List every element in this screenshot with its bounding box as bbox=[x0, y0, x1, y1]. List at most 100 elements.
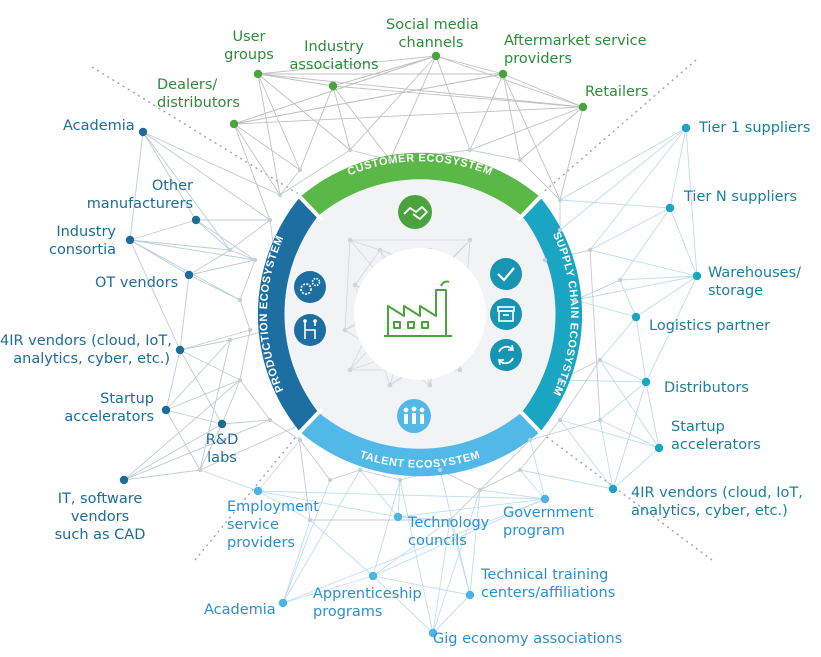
node-label-user-groups: User groups bbox=[224, 29, 274, 63]
production-node-dot bbox=[175, 345, 185, 355]
connection-line bbox=[559, 419, 614, 490]
inner-web-line bbox=[354, 249, 381, 286]
connection-line bbox=[199, 423, 223, 471]
people-icon bbox=[397, 399, 431, 433]
hub-dot bbox=[237, 297, 243, 303]
connection-line bbox=[229, 219, 271, 251]
connection-line bbox=[195, 219, 231, 251]
hub-dot bbox=[387, 157, 393, 163]
connection-line bbox=[519, 469, 614, 490]
connection-line bbox=[129, 239, 181, 351]
connection-line bbox=[299, 85, 334, 171]
connection-line bbox=[257, 490, 311, 521]
connection-line bbox=[589, 249, 698, 277]
hub-dot bbox=[347, 147, 353, 153]
connection-line bbox=[239, 299, 251, 331]
factory-icon bbox=[384, 280, 452, 337]
connection-line bbox=[529, 439, 546, 500]
connection-line bbox=[257, 73, 584, 108]
connection-line bbox=[233, 106, 584, 125]
connection-line bbox=[282, 479, 331, 604]
connection-line bbox=[519, 419, 561, 471]
customer-node-dot bbox=[431, 51, 441, 61]
talent-node-dot bbox=[368, 571, 378, 581]
node-label-academia-production: Academia bbox=[63, 118, 135, 134]
connection-line bbox=[435, 55, 471, 151]
customer-node-dot bbox=[498, 69, 508, 79]
connection-line bbox=[309, 519, 374, 577]
hub-dot bbox=[572, 297, 578, 303]
connection-line bbox=[574, 275, 698, 301]
hub-dot bbox=[447, 517, 453, 523]
connection-line bbox=[574, 299, 637, 318]
connection-line bbox=[279, 169, 301, 196]
connection-line bbox=[257, 73, 351, 151]
connection-line bbox=[142, 131, 231, 251]
hub-dot bbox=[517, 157, 523, 163]
hub-dot bbox=[252, 257, 258, 263]
supply-node-dot bbox=[665, 203, 675, 213]
node-label-industry-associations: Industry associations bbox=[289, 39, 379, 73]
hub-dot bbox=[227, 247, 233, 253]
supply-node-dot bbox=[608, 484, 618, 494]
talent-node-dot bbox=[253, 486, 263, 496]
hub-dot bbox=[557, 417, 563, 423]
connection-line bbox=[179, 274, 190, 351]
connection-line bbox=[221, 419, 271, 425]
connection-line bbox=[299, 439, 331, 481]
connection-line bbox=[645, 381, 660, 449]
talent-node-dot bbox=[540, 494, 550, 504]
node-label-technical-training-centers: Technical training centers/affiliations bbox=[481, 567, 616, 601]
production-node-dot bbox=[125, 235, 135, 245]
connection-line bbox=[559, 199, 671, 209]
connection-line bbox=[389, 55, 437, 161]
connection-line bbox=[372, 575, 471, 596]
node-label-ot-vendors: OT vendors bbox=[95, 275, 179, 291]
connection-line bbox=[559, 359, 601, 421]
connection-line bbox=[123, 419, 271, 481]
hub-dot bbox=[357, 467, 363, 473]
customer-segment bbox=[300, 152, 540, 216]
connection-line bbox=[519, 469, 546, 500]
connection-line bbox=[233, 123, 281, 196]
connection-line bbox=[188, 259, 256, 276]
connection-line bbox=[233, 123, 271, 221]
customer-node-dot bbox=[253, 69, 263, 79]
node-label-tier-n-suppliers: Tier N suppliers bbox=[684, 189, 798, 205]
connection-line bbox=[619, 275, 698, 281]
hub-dot bbox=[557, 197, 563, 203]
connection-line bbox=[612, 381, 647, 490]
production-node-dot bbox=[184, 270, 194, 280]
connection-line bbox=[432, 594, 471, 634]
hub-dot bbox=[227, 337, 233, 343]
hub-dot bbox=[557, 227, 563, 233]
inner-web-dot bbox=[457, 367, 463, 373]
connection-line bbox=[372, 519, 451, 577]
connection-line bbox=[239, 379, 271, 421]
connection-line bbox=[282, 498, 546, 604]
supply-node-dot bbox=[681, 123, 691, 133]
node-label-dealers-distributors: Dealers/ distributors bbox=[157, 77, 240, 111]
node-label-academia-talent: Academia bbox=[204, 602, 276, 618]
connection-line bbox=[372, 575, 434, 634]
hub-dot bbox=[597, 357, 603, 363]
connection-line bbox=[142, 131, 281, 196]
supply-node-dot bbox=[631, 312, 641, 322]
connection-line bbox=[635, 316, 647, 383]
connection-line bbox=[439, 469, 471, 596]
inner-web-line bbox=[344, 239, 351, 331]
connection-line bbox=[599, 359, 660, 449]
connection-line bbox=[669, 127, 687, 209]
node-label-employment-service-providers: Employment service providers bbox=[227, 499, 319, 551]
production-segment bbox=[257, 197, 318, 432]
connection-line bbox=[502, 73, 561, 201]
connection-line bbox=[179, 349, 241, 381]
connection-line bbox=[129, 239, 256, 261]
connection-line bbox=[179, 339, 231, 351]
connection-line bbox=[559, 127, 687, 201]
connection-line bbox=[165, 349, 181, 411]
connection-line bbox=[589, 249, 601, 421]
connection-line bbox=[257, 73, 281, 196]
connection-line bbox=[469, 106, 584, 151]
connection-line bbox=[619, 279, 637, 318]
